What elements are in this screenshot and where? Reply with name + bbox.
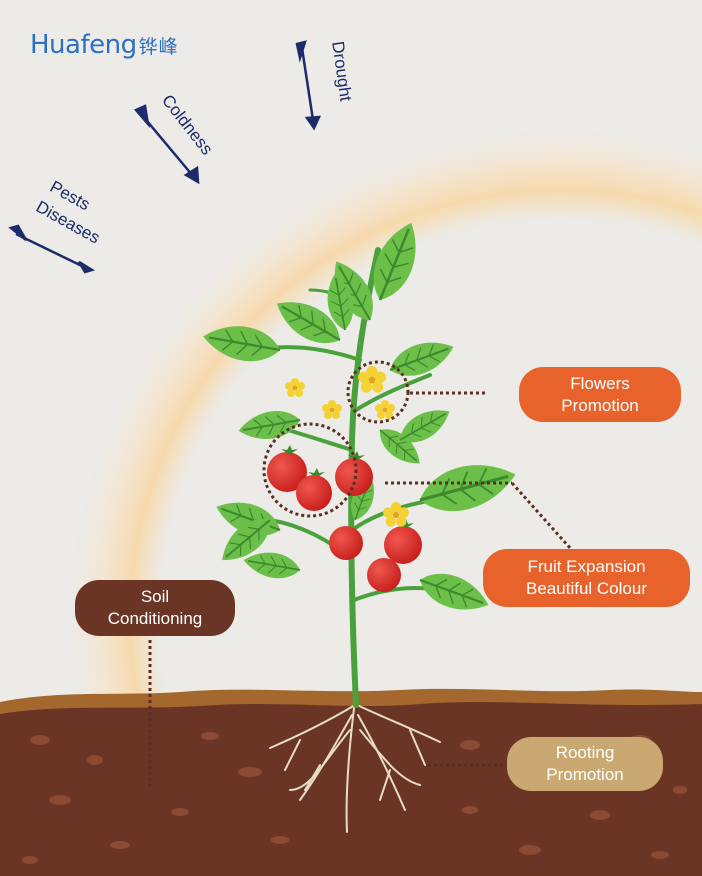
drought-arrow-head bbox=[304, 115, 322, 131]
pests-diseases-arrow bbox=[15, 232, 85, 269]
roots bbox=[269, 699, 441, 833]
fruit-expansion-badge: Fruit Expansion Beautiful Colour bbox=[483, 549, 690, 607]
flowers-promotion-badge: Flowers Promotion bbox=[519, 367, 681, 422]
coldness-arrow bbox=[141, 114, 194, 177]
pests-diseases-arrow-tail bbox=[8, 224, 28, 241]
threat-arrows bbox=[8, 40, 322, 274]
coldness-arrow-tail bbox=[133, 104, 150, 129]
flowers-promotion-line2: Promotion bbox=[561, 395, 639, 415]
flowers-promotion-line1: Flowers bbox=[570, 373, 630, 393]
drought-arrow bbox=[300, 47, 315, 121]
brand-name: Huafeng bbox=[30, 30, 137, 60]
flower-highlight bbox=[346, 360, 410, 424]
fruit-expansion-line2: Beautiful Colour bbox=[526, 579, 647, 598]
soil-conditioning-line2: Conditioning bbox=[107, 609, 203, 628]
rooting-promotion-line2: Promotion bbox=[546, 765, 624, 784]
rooting-promotion-badge: Rooting Promotion bbox=[507, 737, 663, 791]
pests-diseases-arrow-head bbox=[77, 260, 96, 274]
soil-conditioning-badge: Soil Conditioning bbox=[75, 580, 235, 636]
fruit-highlight bbox=[262, 422, 358, 518]
fruit-expansion-line1: Fruit Expansion bbox=[527, 557, 646, 576]
rooting-promotion-line1: Rooting bbox=[555, 743, 615, 762]
drought-arrow-tail bbox=[295, 40, 307, 63]
coldness-arrow-head bbox=[183, 165, 200, 185]
brand-name-cn: 铧峰 bbox=[138, 36, 179, 58]
soil-pebbles bbox=[22, 732, 687, 864]
soil-conditioning-line1: Soil bbox=[140, 587, 170, 606]
callout-lines bbox=[148, 360, 572, 790]
